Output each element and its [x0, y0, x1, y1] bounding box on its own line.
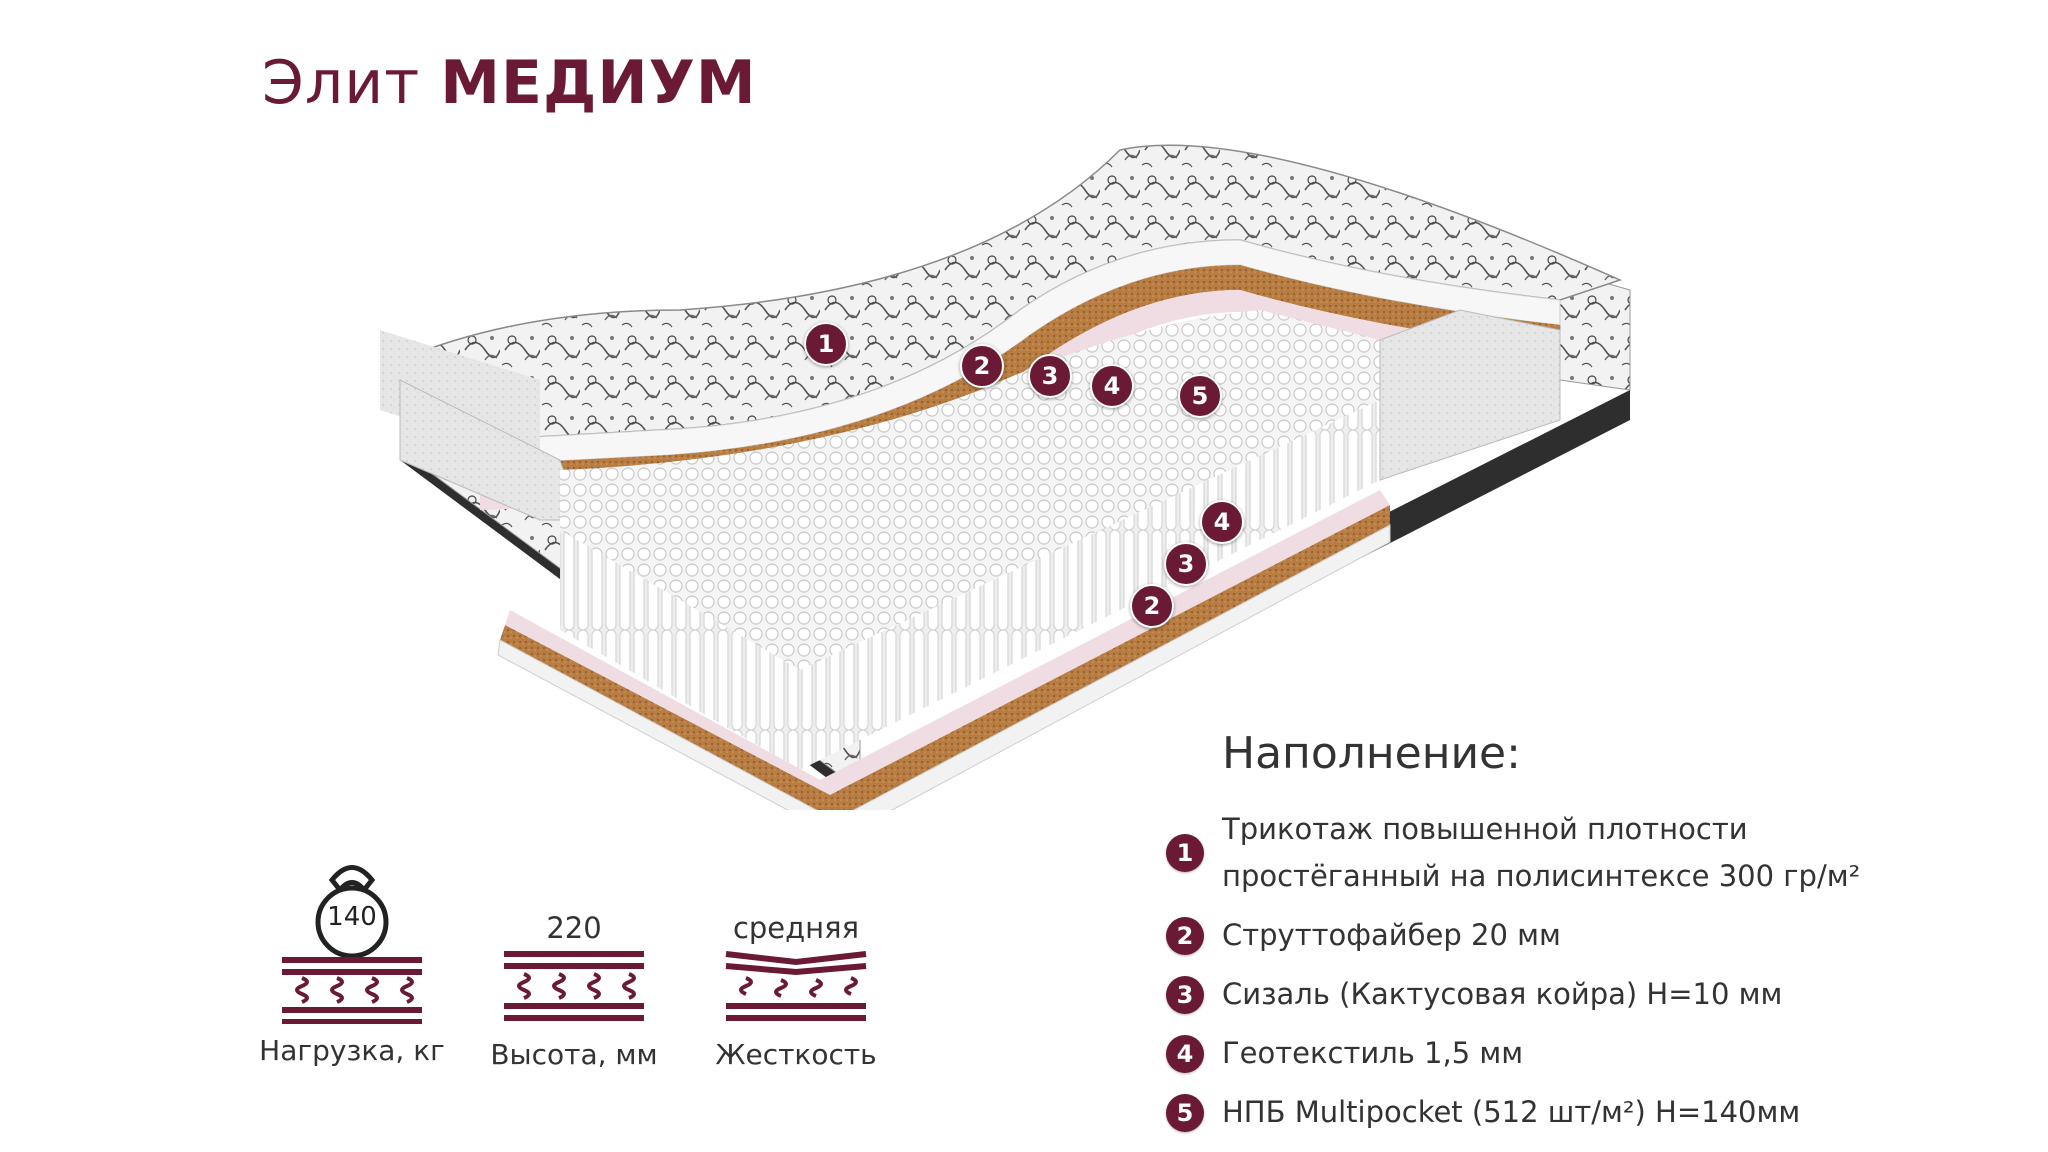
- filling-text-2: Струттофайбер 20 мм: [1222, 918, 1561, 952]
- load-label: Нагрузка, кг: [259, 1034, 445, 1067]
- layer-marker-4: 4: [1090, 364, 1134, 408]
- height-label: Высота, мм: [490, 1038, 658, 1071]
- firmness-label: Жесткость: [715, 1038, 877, 1071]
- filling-text-1-line1: Трикотаж повышенной плотности: [1222, 812, 1748, 846]
- filling-heading: Наполнение:: [1222, 728, 1521, 779]
- layer-marker-4-lower: 4: [1200, 500, 1244, 544]
- filling-item-2: 2 Струттофайбер 20 мм: [1166, 912, 2026, 959]
- layer-marker-1: 1: [804, 322, 848, 366]
- filling-item-4: 4 Геотекстиль 1,5 мм: [1166, 1030, 2026, 1077]
- filling-text-5: НПБ Multipocket (512 шт/м²) Н=140мм: [1222, 1095, 1801, 1129]
- filling-badge-2: 2: [1166, 916, 1204, 955]
- filling-badge-1: 1: [1166, 834, 1204, 872]
- title-light: Элит: [262, 48, 421, 118]
- spring-layers-icon: [504, 951, 644, 1021]
- product-title: Элит МЕДИУМ: [262, 48, 757, 118]
- spec-load: 140 Нагрузка, кг: [242, 860, 462, 1067]
- height-value: 220: [546, 911, 602, 945]
- layer-marker-3-lower: 3: [1164, 542, 1208, 586]
- filling-item-5: 5 НПБ Multipocket (512 шт/м²) Н=140мм: [1166, 1089, 2026, 1136]
- filling-badge-3: 3: [1166, 975, 1204, 1014]
- layer-marker-2: 2: [960, 344, 1004, 388]
- foam-block-left: [380, 330, 540, 460]
- pocket-springs-side: [800, 400, 1380, 770]
- spec-height: 220 Высота, мм: [464, 908, 684, 1071]
- pocket-springs-front: [560, 530, 800, 770]
- layer-marker-3: 3: [1028, 354, 1072, 398]
- foam-block-right: [1379, 309, 1561, 481]
- filling-item-1: 1 Трикотаж повышенной плотности простёга…: [1166, 806, 2026, 900]
- sisal-layer-upper: [480, 265, 1560, 490]
- title-bold: МЕДИУМ: [440, 48, 757, 118]
- filling-text-1: Трикотаж повышенной плотности простёганн…: [1222, 806, 1860, 900]
- filling-text-3: Сизаль (Кактусовая койра) Н=10 мм: [1222, 977, 1783, 1011]
- pocket-springs-top: [560, 310, 1380, 670]
- filling-text-1-line2: простёганный на полисинтексе 300 гр/м²: [1222, 859, 1861, 893]
- filling-item-3: 3 Сизаль (Кактусовая койра) Н=10 мм: [1166, 971, 2026, 1018]
- spring-layers-icon: [725, 951, 867, 1021]
- layer-marker-5: 5: [1178, 374, 1222, 418]
- filling-list: 1 Трикотаж повышенной плотности простёга…: [1166, 806, 2026, 1148]
- kettlebell-icon: [282, 865, 422, 1025]
- load-value: 140: [327, 902, 377, 932]
- bottom-foam-layer: [497, 524, 1391, 810]
- firmness-value: средняя: [732, 911, 860, 945]
- filling-text-4: Геотекстиль 1,5 мм: [1222, 1036, 1524, 1070]
- spec-firmness: средняя Жесткость: [686, 908, 906, 1071]
- filling-badge-5: 5: [1166, 1093, 1204, 1132]
- layer-marker-2-lower: 2: [1130, 584, 1174, 628]
- geotextile-layer-lower: [505, 490, 1390, 795]
- filling-badge-4: 4: [1166, 1034, 1204, 1073]
- mattress-cutaway-illustration: [380, 144, 1631, 810]
- sisal-layer-lower: [500, 505, 1390, 810]
